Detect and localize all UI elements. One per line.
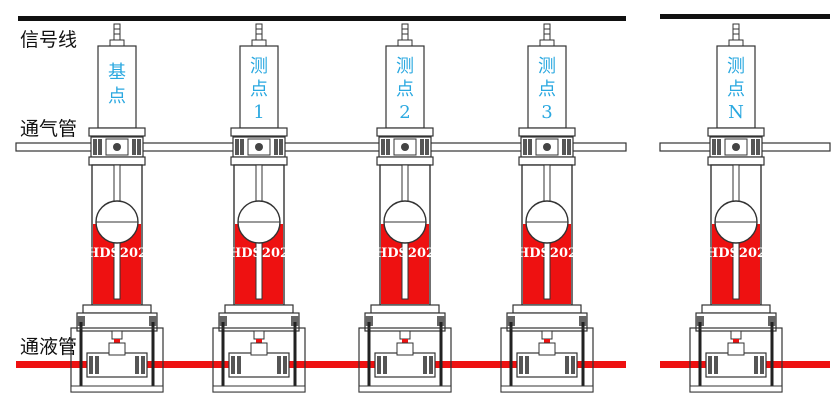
flange-ring: [707, 156, 765, 166]
tie-rod: [581, 322, 585, 386]
air-valve-dot: [543, 143, 551, 151]
liquid-valve: [399, 330, 411, 340]
sensor-label: 测: [727, 56, 745, 77]
model-label: HDS202: [229, 246, 289, 261]
cable-gland: [113, 23, 121, 41]
sensor-label: N: [728, 102, 744, 123]
bolt-head: [768, 316, 776, 326]
sensor-label: 测: [538, 56, 556, 77]
cable-gland: [732, 23, 740, 41]
bolt-head: [696, 316, 704, 326]
sensor-label: 测: [396, 56, 414, 77]
sensor-label: 点: [538, 79, 556, 100]
cable-gland: [401, 23, 409, 41]
tie-rod: [698, 322, 702, 386]
support-base: [358, 385, 452, 393]
tie-rod: [79, 322, 83, 386]
sensor-label: 1: [253, 102, 264, 123]
liquid-pipe-label: 通液管: [20, 336, 77, 358]
liquid-valve: [253, 330, 265, 340]
gauge-unit: 基点 HDS202: [70, 23, 164, 393]
air-valve-dot: [401, 143, 409, 151]
support-base: [500, 385, 594, 393]
model-label: HDS202: [706, 246, 766, 261]
upper-flange: [518, 127, 576, 137]
base-plate: [224, 304, 294, 314]
bolt-head: [219, 316, 227, 326]
sensor-label: 2: [399, 102, 410, 123]
base-plate: [701, 304, 771, 314]
cable-gland: [255, 23, 263, 41]
upper-flange: [707, 127, 765, 137]
sensor-head: [527, 45, 567, 129]
sensor-head: [385, 45, 425, 129]
tie-rod: [770, 322, 774, 386]
upper-flange: [376, 127, 434, 137]
tie-rod: [439, 322, 443, 386]
flange-ring: [376, 156, 434, 166]
bolt-head: [365, 316, 373, 326]
signal-line-label: 信号线: [20, 29, 77, 51]
bolt-head: [507, 316, 515, 326]
model-label: HDS202: [375, 246, 435, 261]
air-pipe-label: 通气管: [20, 118, 77, 140]
sensor-label: 点: [727, 79, 745, 100]
air-valve-dot: [113, 143, 121, 151]
sensor-head: [716, 45, 756, 129]
base-plate: [82, 304, 152, 314]
bolt-head: [149, 316, 157, 326]
sensor-label: 3: [541, 102, 552, 123]
air-valve-dot: [732, 143, 740, 151]
cable-gland: [543, 23, 551, 41]
model-label: HDS202: [87, 246, 147, 261]
tie-rod: [509, 322, 513, 386]
bolt-head: [291, 316, 299, 326]
bolt-head: [77, 316, 85, 326]
liquid-valve: [730, 330, 742, 340]
tie-rod: [293, 322, 297, 386]
gauge-unit: 测点N HDS202: [689, 23, 783, 393]
base-plate: [512, 304, 582, 314]
signal-line-segment-n: [660, 14, 830, 19]
upper-flange: [88, 127, 146, 137]
sensor-label: 点: [108, 86, 126, 107]
upper-flange: [230, 127, 288, 137]
support-base: [212, 385, 306, 393]
sensor-label: 点: [396, 79, 414, 100]
support-base: [70, 385, 164, 393]
signal-line: [18, 16, 626, 21]
support-base: [689, 385, 783, 393]
bolt-head: [579, 316, 587, 326]
bolt-head: [437, 316, 445, 326]
flange-ring: [518, 156, 576, 166]
flange-ring: [230, 156, 288, 166]
sensor-label: 基: [108, 62, 126, 83]
sensor-label: 测: [250, 56, 268, 77]
tie-rod: [151, 322, 155, 386]
model-label: HDS202: [517, 246, 577, 261]
liquid-valve: [111, 330, 123, 340]
tie-rod: [367, 322, 371, 386]
tie-rod: [221, 322, 225, 386]
air-valve-dot: [255, 143, 263, 151]
sensor-label: 点: [250, 79, 268, 100]
flange-ring: [88, 156, 146, 166]
base-plate: [370, 304, 440, 314]
liquid-valve: [541, 330, 553, 340]
gauge-units: 基点HDS202测点1HDS202测点2HDS202测点3HDS202测点NHD…: [70, 23, 783, 393]
